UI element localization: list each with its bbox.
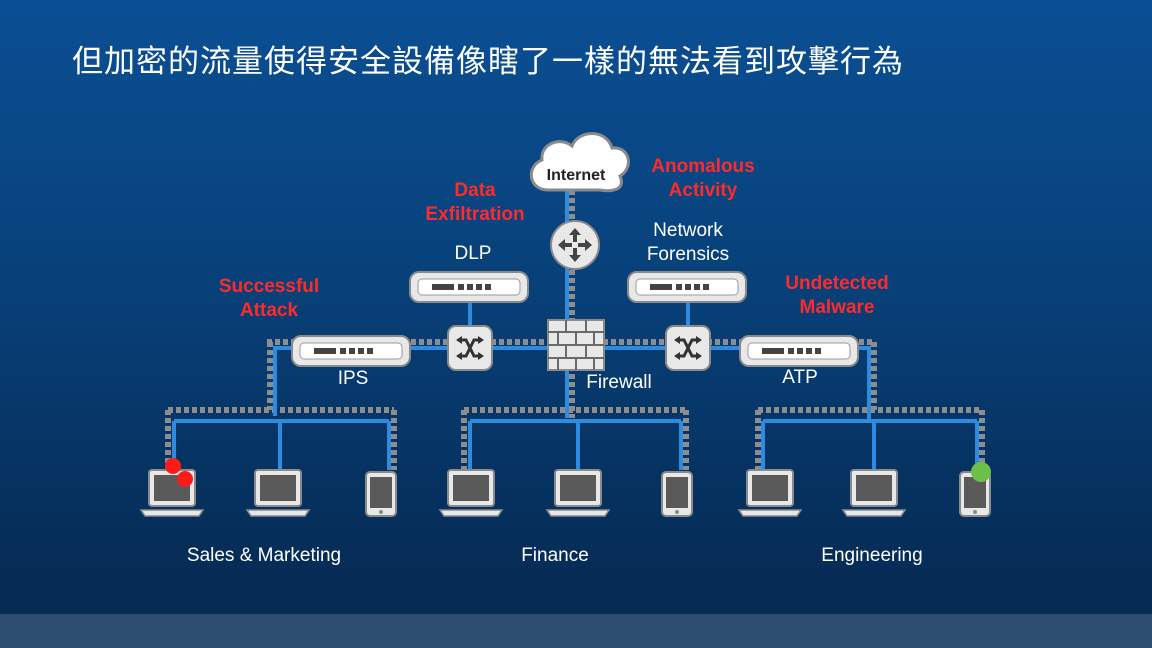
laptop-icon	[546, 469, 610, 517]
laptop-icon	[439, 469, 503, 517]
laptop-icon	[738, 469, 802, 517]
internet-cloud-icon: Internet	[530, 132, 630, 193]
tablet-icon	[365, 471, 397, 517]
firewall-icon	[547, 319, 605, 371]
clean-status-marker	[971, 462, 991, 482]
network-forensics-appliance-icon	[627, 271, 747, 303]
internet-label: Internet	[547, 167, 606, 184]
department-label-finance: Finance	[521, 545, 589, 566]
atp-label: ATP	[782, 367, 818, 388]
slide-title: 但加密的流量使得安全設備像瞎了一樣的無法看到攻擊行為	[72, 44, 904, 80]
router-icon	[550, 220, 600, 270]
laptop-icon	[842, 469, 906, 517]
tablet-icon	[661, 471, 693, 517]
malware-infection-marker	[165, 458, 193, 487]
ips-appliance-icon	[291, 335, 411, 367]
firewall-label: Firewall	[586, 372, 652, 393]
switch-icon-right	[664, 324, 712, 372]
footer-band	[0, 614, 1152, 648]
atp-appliance-icon	[739, 335, 859, 367]
department-label-engineering: Engineering	[821, 545, 923, 566]
visible-links	[172, 190, 979, 470]
laptop-icon	[140, 469, 204, 517]
laptop-icon	[246, 469, 310, 517]
switch-icon-left	[446, 324, 494, 372]
department-label-sales-marketing: Sales & Marketing	[186, 545, 342, 566]
dlp-label: DLP	[454, 243, 492, 264]
dlp-appliance-icon	[409, 271, 529, 303]
ips-label: IPS	[337, 368, 369, 389]
